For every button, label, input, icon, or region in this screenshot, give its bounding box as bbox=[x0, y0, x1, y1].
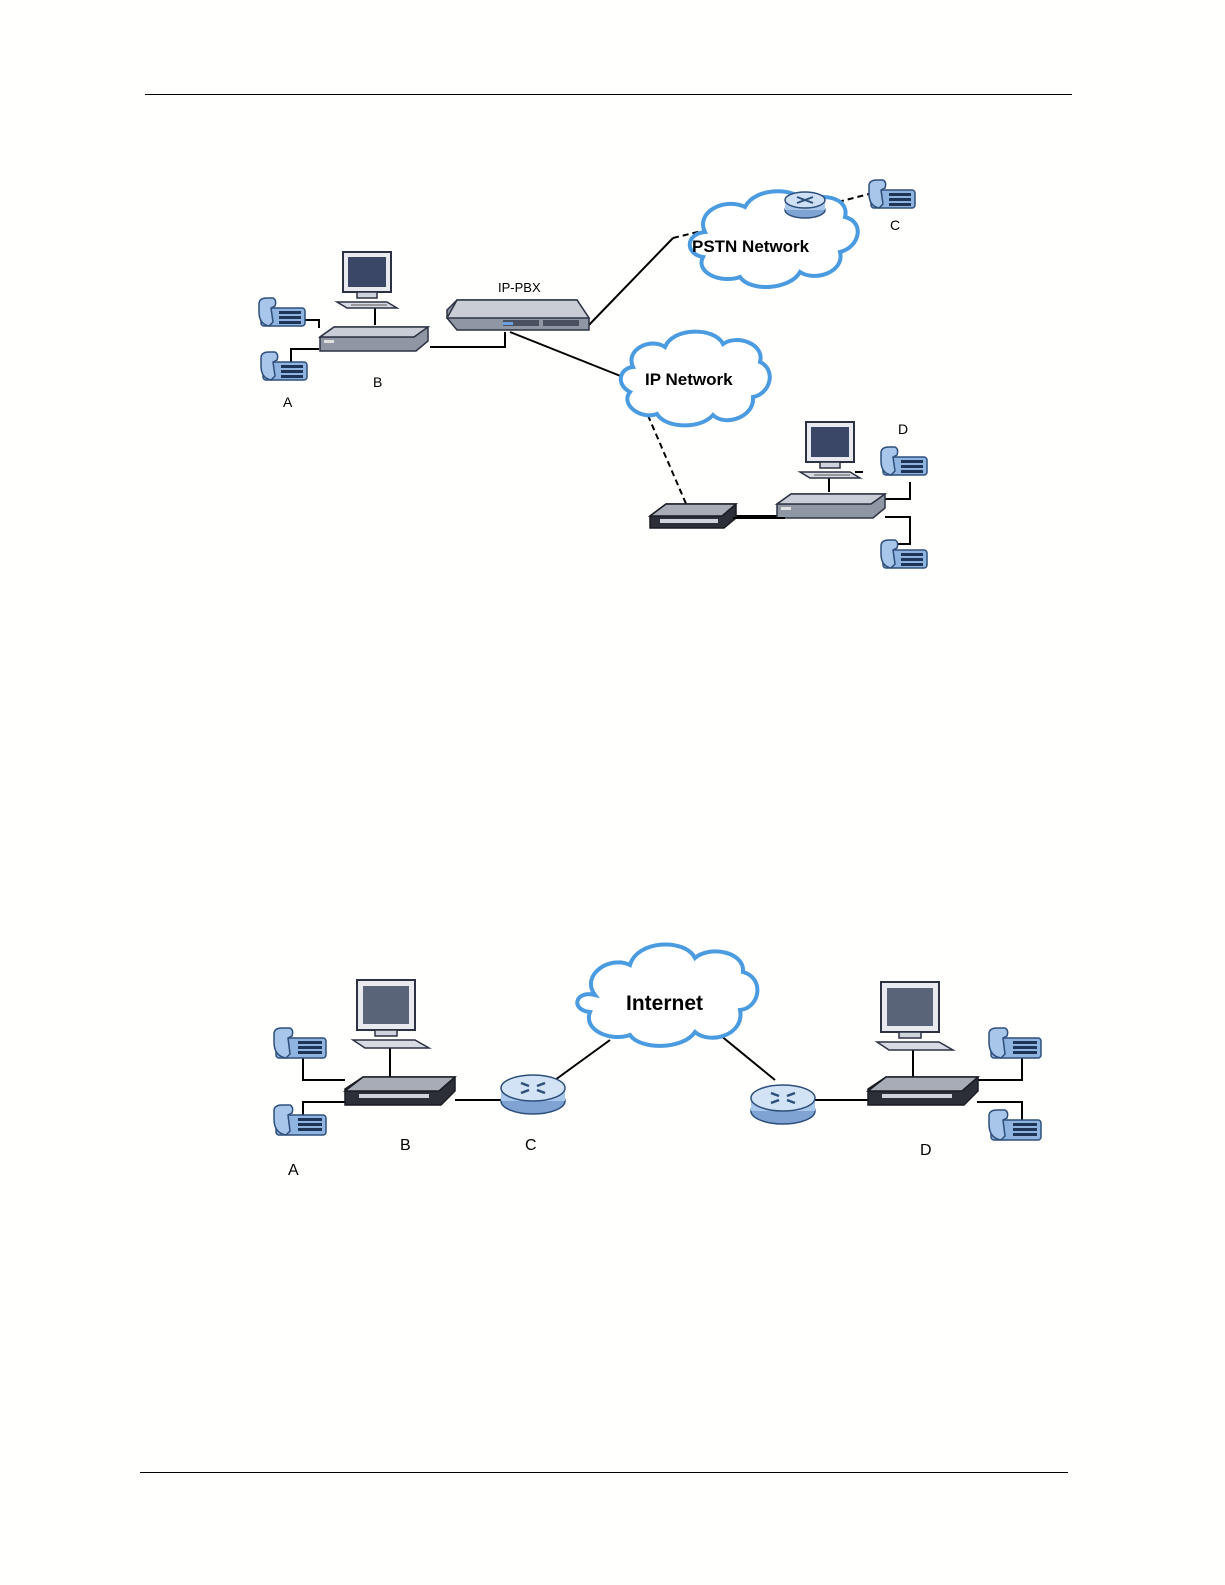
ip-network-label: IP Network bbox=[645, 370, 733, 389]
label-a-fig1: A bbox=[283, 394, 293, 410]
phone-c-icon bbox=[869, 180, 915, 208]
figure-2-diagram: Internet A B C D bbox=[265, 940, 1055, 1185]
pstn-network-cloud: PSTN Network bbox=[690, 191, 858, 287]
computer-d-icon-fig2 bbox=[877, 982, 953, 1050]
router-d-icon-fig2 bbox=[751, 1085, 815, 1124]
phone-d-bottom-icon-fig2 bbox=[989, 1110, 1041, 1140]
device-b-icon-fig2 bbox=[345, 1077, 455, 1105]
phone-a-top-icon-fig2 bbox=[274, 1028, 326, 1058]
phone-a-top-icon bbox=[259, 298, 305, 326]
footer-rule bbox=[140, 1472, 1068, 1473]
label-b-fig1: B bbox=[373, 374, 382, 390]
internet-label: Internet bbox=[626, 992, 703, 1015]
router-c-icon-fig2 bbox=[501, 1075, 565, 1114]
label-c-fig2: C bbox=[525, 1137, 537, 1154]
header-rule bbox=[145, 94, 1072, 95]
ip-pbx-label: IP-PBX bbox=[498, 280, 541, 295]
device-d-icon bbox=[777, 494, 885, 518]
ip-pbx-switch bbox=[447, 300, 589, 330]
label-d-fig1: D bbox=[898, 421, 908, 437]
internet-cloud: Internet bbox=[577, 944, 757, 1045]
computer-b-icon-fig2 bbox=[353, 980, 429, 1048]
pstn-router-icon bbox=[785, 192, 825, 218]
modem-d-icon bbox=[650, 504, 736, 528]
label-d-fig2: D bbox=[920, 1142, 932, 1159]
label-b-fig2: B bbox=[400, 1137, 411, 1154]
phone-a-bottom-icon bbox=[261, 352, 307, 380]
device-b-icon bbox=[320, 327, 428, 351]
figure-1-diagram: PSTN Network C IP Network IP-PBX A B D bbox=[255, 172, 935, 577]
phone-a-bottom-icon-fig2 bbox=[274, 1105, 326, 1135]
device-d-icon-fig2 bbox=[868, 1077, 978, 1105]
label-a-fig2: A bbox=[288, 1162, 299, 1179]
ip-network-cloud: IP Network bbox=[621, 332, 770, 426]
pstn-network-label: PSTN Network bbox=[692, 237, 810, 256]
label-c-fig1: C bbox=[890, 217, 900, 233]
phone-d-top-icon-fig2 bbox=[989, 1028, 1041, 1058]
phone-d-top-icon bbox=[881, 447, 927, 475]
computer-d-icon bbox=[800, 422, 860, 478]
computer-b-icon bbox=[337, 252, 397, 308]
